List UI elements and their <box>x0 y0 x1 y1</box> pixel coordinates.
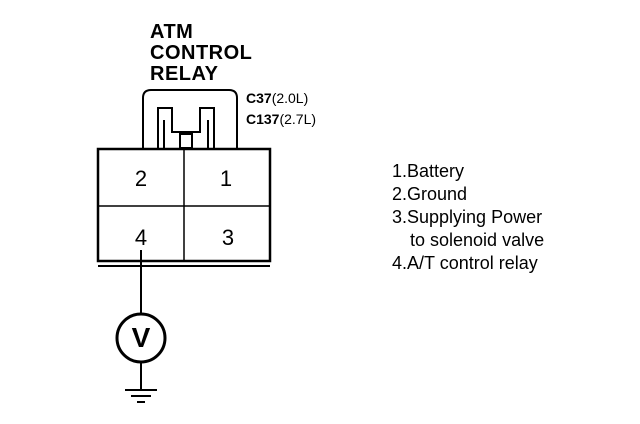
legend-item: 4.A/T control relay <box>392 253 538 273</box>
legend-item-continuation: to solenoid valve <box>410 230 545 250</box>
relay-title-line: ATM <box>150 21 194 43</box>
pin-1-label: 1 <box>219 166 233 191</box>
connector-code-row: C137(2.7L) <box>246 109 316 130</box>
connector-code: C37 <box>246 90 272 106</box>
pin-legend: 1.Battery 2.Ground 3.Supplying Power to … <box>392 160 544 275</box>
connector-codes: C37(2.0L) C137(2.7L) <box>246 88 316 130</box>
connector-code: C137 <box>246 111 280 127</box>
pin-2-label: 2 <box>134 166 148 191</box>
connector-variant: (2.0L) <box>271 90 309 106</box>
pin-4-label: 4 <box>134 225 148 250</box>
ground-icon <box>125 389 157 403</box>
relay-title: ATM CONTROL RELAY <box>150 22 252 85</box>
relay-latch <box>157 107 215 148</box>
legend-item: 2.Ground <box>392 184 468 204</box>
legend-item: 1.Battery <box>392 161 465 181</box>
connector-variant: (2.7L) <box>279 111 317 127</box>
legend-item: 3.Supplying Power <box>392 207 543 227</box>
voltmeter-symbol: V <box>131 322 151 353</box>
pin-3-label: 3 <box>221 225 235 250</box>
relay-housing-outline <box>142 89 238 148</box>
connector-code-row: C37(2.0L) <box>246 88 316 109</box>
relay-title-line: CONTROL <box>150 42 253 64</box>
relay-title-line: RELAY <box>150 63 219 85</box>
relay-lock-tab <box>179 133 193 149</box>
